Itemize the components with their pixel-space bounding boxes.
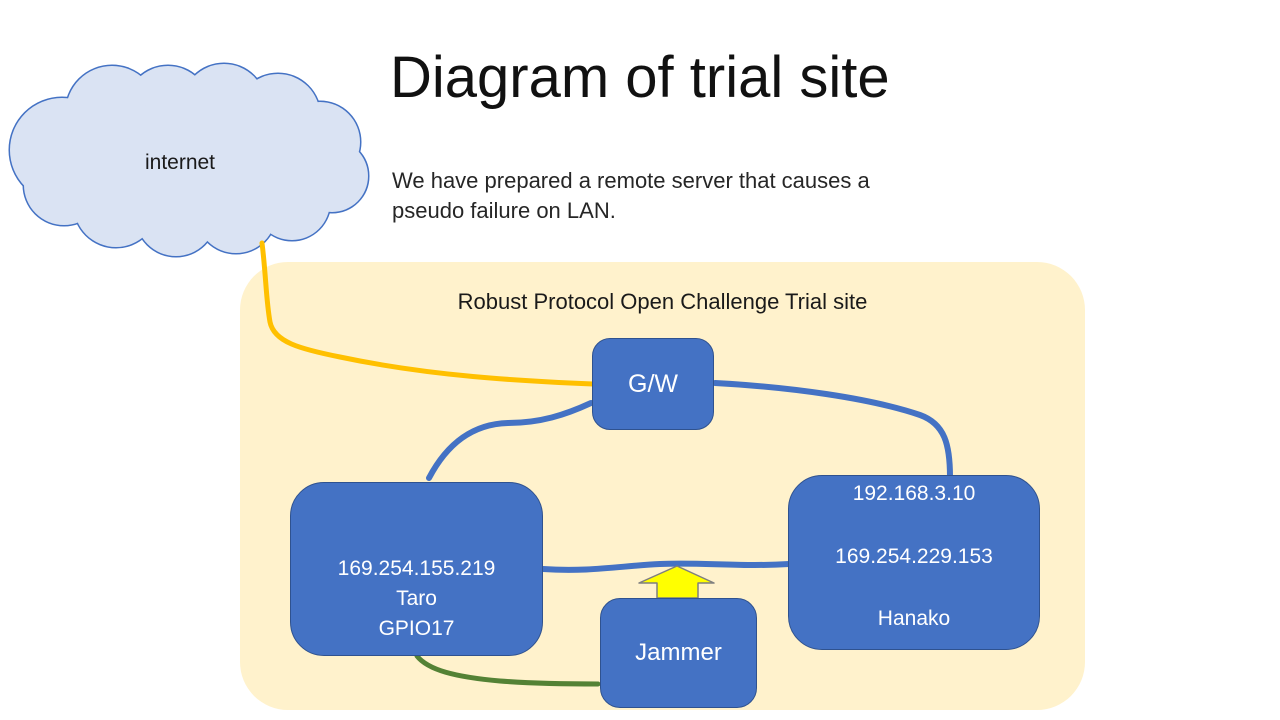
jammer-label: Jammer <box>635 639 722 666</box>
internet-label: internet <box>144 151 216 174</box>
taro-ip: 169.254.155.219 <box>337 557 496 580</box>
taro-to-jammer-line <box>414 653 601 687</box>
node-hanako: 192.168.3.10 169.254.229.153 Hanako <box>788 475 1040 650</box>
node-taro: 169.254.155.219 Taro GPIO17 <box>290 482 543 656</box>
taro-to-hanako-line <box>540 560 792 573</box>
internet-cloud-icon <box>8 62 370 258</box>
taro-text: 169.254.155.219 Taro GPIO17 <box>291 554 542 644</box>
page-title: Diagram of trial site <box>390 45 890 110</box>
slide-subtitle: We have prepared a remote server that ca… <box>392 168 870 223</box>
hanako-ip-2: 169.254.229.153 <box>835 544 993 568</box>
node-gateway: G/W <box>592 338 714 430</box>
trial-site-label: Robust Protocol Open Challenge Trial sit… <box>457 289 868 314</box>
jammer-up-arrow-icon <box>638 565 715 599</box>
gw-to-hanako-line <box>712 380 953 480</box>
taro-gpio: GPIO17 <box>378 617 455 640</box>
gateway-label: G/W <box>628 369 678 398</box>
hanako-ip-1: 192.168.3.10 <box>852 482 976 505</box>
gw-to-taro-line <box>426 400 594 481</box>
node-jammer: Jammer <box>600 598 757 708</box>
internet-to-gw-line <box>259 240 596 387</box>
hanako-name: Hanako <box>877 607 951 630</box>
taro-name: Taro <box>396 587 437 610</box>
